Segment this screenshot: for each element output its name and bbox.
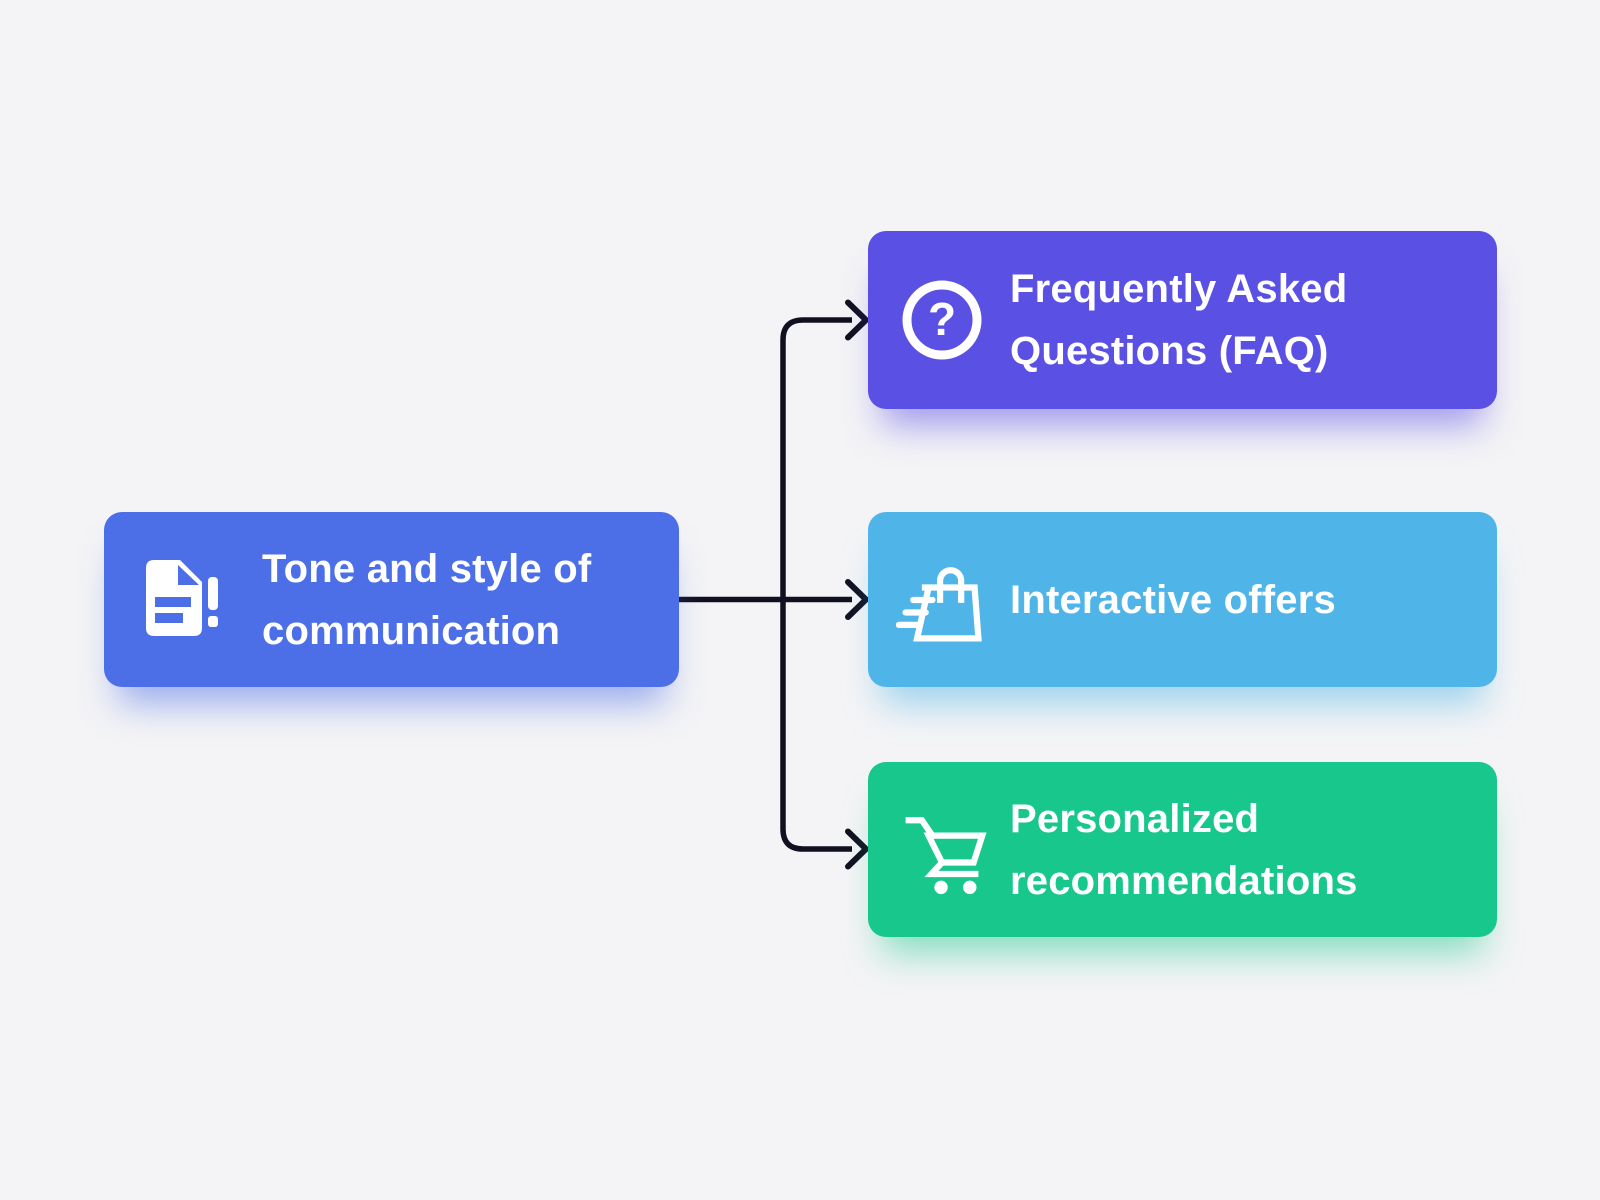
node-label: Tone and style of communication — [262, 546, 592, 653]
node-personalized-recommendations: Personalized recommendations — [868, 762, 1497, 937]
node-interactive-offers: Interactive offers — [868, 512, 1497, 687]
node-label: Personalized recommendations — [1010, 796, 1358, 903]
node-tone-and-style: Tone and style of communication — [104, 512, 679, 687]
arrowhead-recommendations — [845, 828, 869, 870]
arrowhead-offers — [845, 579, 869, 620]
arrowhead-faq — [845, 299, 869, 341]
shopping-bag-icon — [896, 554, 988, 646]
shopping-cart-icon — [896, 804, 988, 896]
node-faq: ? Frequently Asked Questions (FAQ) — [868, 231, 1497, 409]
question-circle-icon: ? — [896, 276, 988, 364]
svg-text:?: ? — [928, 293, 956, 345]
connector-branch — [780, 317, 852, 852]
node-label: Frequently Asked Questions (FAQ) — [1010, 267, 1348, 373]
node-label: Interactive offers — [1010, 577, 1336, 622]
document-alert-icon — [142, 559, 222, 640]
